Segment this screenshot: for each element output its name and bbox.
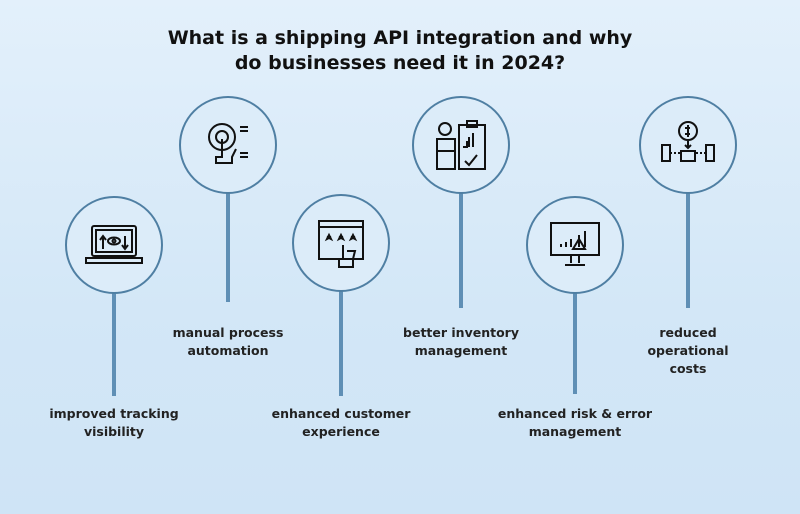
title-line-1: What is a shipping API integration and w… xyxy=(167,27,633,49)
label-line: enhanced risk & error xyxy=(497,406,653,421)
label-line: management xyxy=(414,343,508,358)
label-manual-process: manual process automation xyxy=(143,324,313,360)
connector-line xyxy=(459,190,463,308)
title-line-2: do businesses need it in 2024? xyxy=(234,52,566,74)
cost-gear-flow-icon xyxy=(639,96,737,194)
connector-line xyxy=(573,290,577,394)
label-line: experience xyxy=(302,424,380,439)
monitor-warning-chart-icon xyxy=(526,196,624,294)
connector-line xyxy=(226,190,230,302)
label-enhanced-risk: enhanced risk & error management xyxy=(490,405,660,441)
label-line: management xyxy=(528,424,622,439)
label-line: visibility xyxy=(83,424,145,439)
inventory-clipboard-icon xyxy=(412,96,510,194)
label-line: enhanced customer xyxy=(271,406,411,421)
page-title: What is a shipping API integration and w… xyxy=(0,26,800,76)
label-line: automation xyxy=(187,343,269,358)
label-better-inventory: better inventory management xyxy=(376,324,546,360)
connector-line xyxy=(112,290,116,396)
connector-line xyxy=(686,190,690,308)
label-line: improved tracking xyxy=(49,406,179,421)
label-improved-tracking: improved tracking visibility xyxy=(29,405,199,441)
label-enhanced-customer: enhanced customer experience xyxy=(256,405,426,441)
label-line: operational xyxy=(647,343,729,358)
label-line: costs xyxy=(669,361,707,376)
label-line: reduced xyxy=(659,325,717,340)
label-line: manual process xyxy=(172,325,284,340)
gear-hand-automation-icon xyxy=(179,96,277,194)
label-line: better inventory xyxy=(403,325,519,340)
rating-stars-hand-icon xyxy=(292,194,390,292)
connector-line xyxy=(339,290,343,396)
label-reduced-costs: reduced operational costs xyxy=(603,324,773,378)
laptop-tracking-icon xyxy=(65,196,163,294)
